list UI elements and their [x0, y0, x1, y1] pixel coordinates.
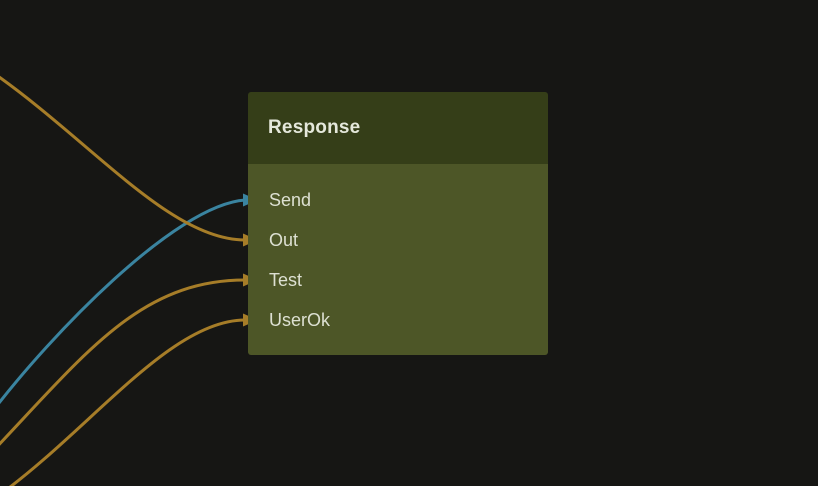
edge-to-out[interactable]: [0, 72, 246, 242]
edge-to-test[interactable]: [0, 278, 246, 452]
input-port-out[interactable]: Out: [248, 220, 548, 260]
port-label: Test: [269, 269, 303, 290]
node-header[interactable]: Response: [248, 92, 548, 164]
input-port-test[interactable]: Test: [248, 260, 548, 300]
input-port-send[interactable]: Send: [248, 180, 548, 220]
port-label: UserOk: [269, 309, 331, 330]
node-title: Response: [268, 117, 361, 138]
port-label: Send: [269, 189, 312, 210]
input-port-userok[interactable]: UserOk: [248, 300, 548, 340]
edge-to-send[interactable]: [0, 198, 246, 412]
edge-to-userok[interactable]: [0, 318, 246, 486]
port-label: Out: [269, 229, 299, 250]
